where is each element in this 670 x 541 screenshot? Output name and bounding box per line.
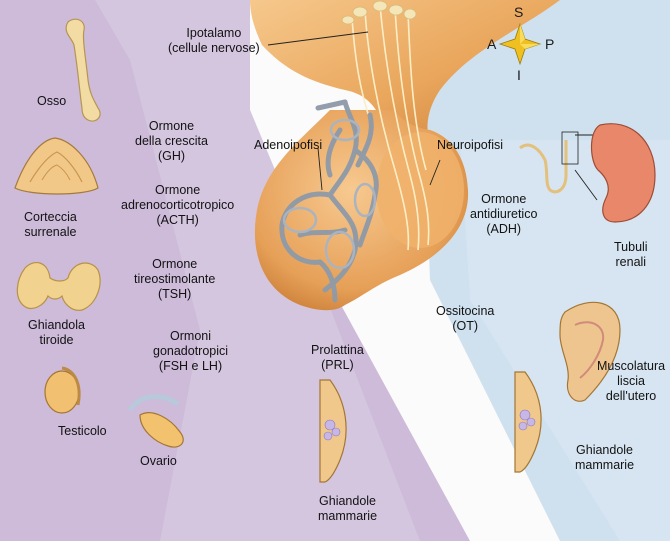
label-line: liscia: [617, 374, 645, 388]
label-line: Testicolo: [58, 424, 107, 438]
label-ghiandole-prl: Ghiandole mammarie: [318, 494, 377, 524]
portal-vessels: [279, 99, 379, 303]
label-line: Ghiandole: [576, 443, 634, 457]
label-line: antidiuretico: [470, 207, 538, 221]
compass-inferior-letter: I: [517, 67, 521, 83]
label-line: (ACTH): [156, 213, 199, 227]
label-line: Neuroipofisi: [437, 138, 504, 152]
label-prl: Prolattina (PRL): [311, 343, 364, 373]
label-tubuli: Tubuli renali: [614, 240, 648, 270]
label-line: renali: [615, 255, 647, 269]
label-line: Tubuli: [614, 240, 648, 254]
label-line: Osso: [37, 94, 67, 108]
label-neuroipofisi: Neuroipofisi: [437, 138, 503, 153]
compass-rose: [498, 22, 542, 66]
label-line: (PRL): [321, 358, 354, 372]
label-adh: Ormone antidiuretico (ADH): [470, 192, 537, 237]
compass-posterior-letter: P: [545, 36, 555, 52]
adrenal-cortex-illustration: [14, 137, 99, 195]
thyroid-illustration: [16, 261, 101, 311]
label-line: Ovario: [140, 454, 177, 468]
label-line: (GH): [157, 149, 186, 163]
label-line: tireostimolante: [134, 272, 216, 286]
ovary-illustration: [127, 394, 184, 448]
label-line: Ipotalamo: [186, 26, 242, 40]
portal-vessel-loops: [282, 118, 377, 270]
label-line: adrenocorticotropico: [121, 198, 235, 212]
label-line: dell'utero: [605, 389, 657, 403]
testis-illustration: [44, 366, 81, 414]
label-line: Ormone: [481, 192, 527, 206]
label-line: mammarie: [318, 509, 378, 523]
label-line: Ossitocina: [436, 304, 495, 318]
label-ovario: Ovario: [140, 454, 177, 469]
label-ot: Ossitocina (OT): [436, 304, 494, 334]
label-line: (ADH): [486, 222, 522, 236]
label-line: Muscolatura: [597, 359, 666, 373]
mammary-gland-prl-illustration: [319, 379, 347, 483]
label-tiroide: Ghiandola tiroide: [28, 318, 85, 348]
nerve-fibres: [351, 4, 430, 251]
label-line: (OT): [452, 319, 479, 333]
label-corteccia: Corteccia surrenale: [24, 210, 77, 240]
label-line: (cellule nervose): [168, 41, 260, 55]
label-line: Corteccia: [24, 210, 77, 224]
compass-superior-letter: S: [514, 4, 524, 20]
label-gonadotropici: Ormoni gonadotropici (FSH e LH): [153, 329, 228, 374]
label-line: tiroide: [39, 333, 74, 347]
label-line: (FSH e LH): [158, 359, 223, 373]
mammary-gland-ot-illustration: [514, 371, 542, 473]
label-ipotalamo: Ipotalamo (cellule nervose): [168, 26, 260, 56]
label-line: Ormoni: [170, 329, 212, 343]
label-line: Ormone: [152, 257, 198, 271]
label-ghiandole-ot: Ghiandole mammarie: [575, 443, 634, 473]
label-testicolo: Testicolo: [58, 424, 107, 439]
label-acth: Ormone adrenocorticotropico (ACTH): [121, 183, 234, 228]
label-line: surrenale: [24, 225, 77, 239]
bone-illustration: [65, 18, 101, 122]
label-gh: Ormone della crescita (GH): [135, 119, 208, 164]
label-line: Ghiandole: [319, 494, 377, 508]
label-osso: Osso: [37, 94, 66, 109]
nerve-cell-bodies: [341, 0, 417, 25]
compass-anterior-letter: A: [487, 36, 497, 52]
label-line: Prolattina: [311, 343, 364, 357]
label-line: Ormone: [155, 183, 201, 197]
label-adenoipofisi: Adenoipofisi: [254, 138, 322, 153]
kidney-illustration: [519, 123, 656, 223]
label-tsh: Ormone tireostimolante (TSH): [134, 257, 215, 302]
label-line: Adenoipofisi: [254, 138, 323, 152]
label-line: mammarie: [575, 458, 635, 472]
neurohypophysis-lobe: [376, 132, 464, 248]
uterus-illustration: [559, 301, 621, 402]
label-line: gonadotropici: [153, 344, 229, 358]
label-muscolatura: Muscolatura liscia dell'utero: [597, 359, 665, 404]
label-line: Ghiandola: [28, 318, 85, 332]
label-line: (TSH): [157, 287, 192, 301]
label-line: della crescita: [135, 134, 208, 148]
label-line: Ormone: [148, 119, 195, 133]
